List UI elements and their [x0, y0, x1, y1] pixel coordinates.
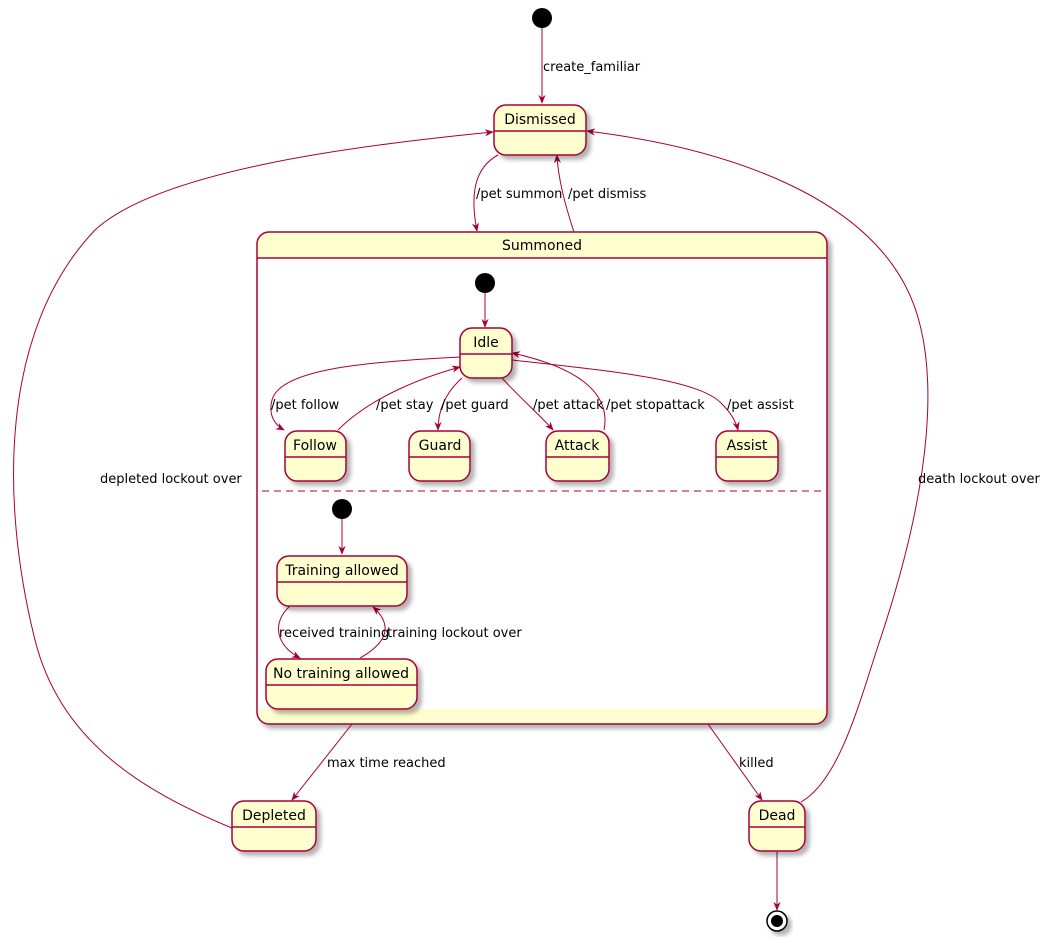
state-attack-label: Attack	[555, 438, 601, 454]
state-attack: Attack	[545, 430, 610, 482]
edge-depleted-lockout-over	[13, 129, 494, 829]
final-node	[766, 910, 788, 932]
pseudo-states	[332, 8, 788, 932]
state-dead-label: Dead	[759, 808, 796, 824]
edge-pet-follow	[270, 356, 461, 431]
state-dismissed: Dismissed	[493, 104, 587, 156]
edge-pet-assist	[511, 359, 740, 431]
edge-pet-dismiss	[553, 154, 575, 233]
edge-pet-summon	[471, 154, 499, 232]
label-depleted-lockout-over: depleted lockout over	[100, 472, 242, 487]
label-training-lockout-over: training lockout over	[387, 626, 522, 641]
edge-max-time-reached	[291, 723, 353, 801]
label-received-training: received training	[279, 626, 389, 641]
edge-killed	[707, 723, 763, 801]
label-max-time-reached: max time reached	[327, 756, 446, 771]
state-depleted-label: Depleted	[242, 808, 306, 824]
edge-pet-guard	[434, 377, 463, 431]
state-dead: Dead	[748, 800, 806, 852]
label-pet-follow: /pet follow	[271, 398, 340, 413]
state-training-allowed: Training allowed	[276, 555, 408, 607]
state-guard: Guard	[408, 430, 471, 482]
label-pet-guard: /pet guard	[441, 398, 509, 413]
state-assist: Assist	[715, 430, 779, 482]
edge-received-training	[278, 605, 301, 659]
training-initial-node	[332, 499, 352, 519]
state-guard-label: Guard	[419, 438, 462, 454]
state-depleted: Depleted	[231, 800, 317, 852]
initial-node	[532, 8, 552, 28]
summoned-initial-node	[475, 273, 495, 293]
label-create-familiar: create_familiar	[543, 60, 641, 75]
edge-death-lockout-over	[586, 128, 929, 803]
transition-labels: create_familiar /pet summon /pet dismiss…	[100, 60, 1041, 771]
edge-pet-stopattack	[511, 351, 606, 431]
state-no-training-allowed: No training allowed	[265, 658, 418, 710]
state-assist-label: Assist	[727, 438, 768, 454]
state-no-training-allowed-label: No training allowed	[273, 666, 409, 682]
state-follow: Follow	[284, 430, 347, 482]
label-pet-summon: /pet summon	[476, 187, 562, 202]
label-pet-stopattack: /pet stopattack	[606, 398, 705, 413]
label-pet-stay: /pet stay	[376, 398, 434, 413]
state-dismissed-label: Dismissed	[504, 112, 576, 128]
edge-pet-stay	[337, 365, 461, 431]
state-idle-label: Idle	[473, 335, 499, 351]
state-idle: Idle	[459, 327, 513, 379]
edge-training-lockout-over	[359, 606, 386, 659]
label-pet-dismiss: /pet dismiss	[568, 187, 647, 202]
label-killed: killed	[739, 756, 774, 771]
state-training-allowed-label: Training allowed	[284, 563, 399, 579]
label-pet-attack: /pet attack	[533, 398, 604, 413]
summoned-label: Summoned	[502, 238, 582, 254]
transitions	[13, 28, 929, 911]
label-death-lockout-over: death lockout over	[918, 472, 1041, 487]
edge-pet-attack	[501, 377, 554, 431]
label-pet-assist: /pet assist	[727, 398, 794, 413]
state-follow-label: Follow	[293, 438, 337, 454]
